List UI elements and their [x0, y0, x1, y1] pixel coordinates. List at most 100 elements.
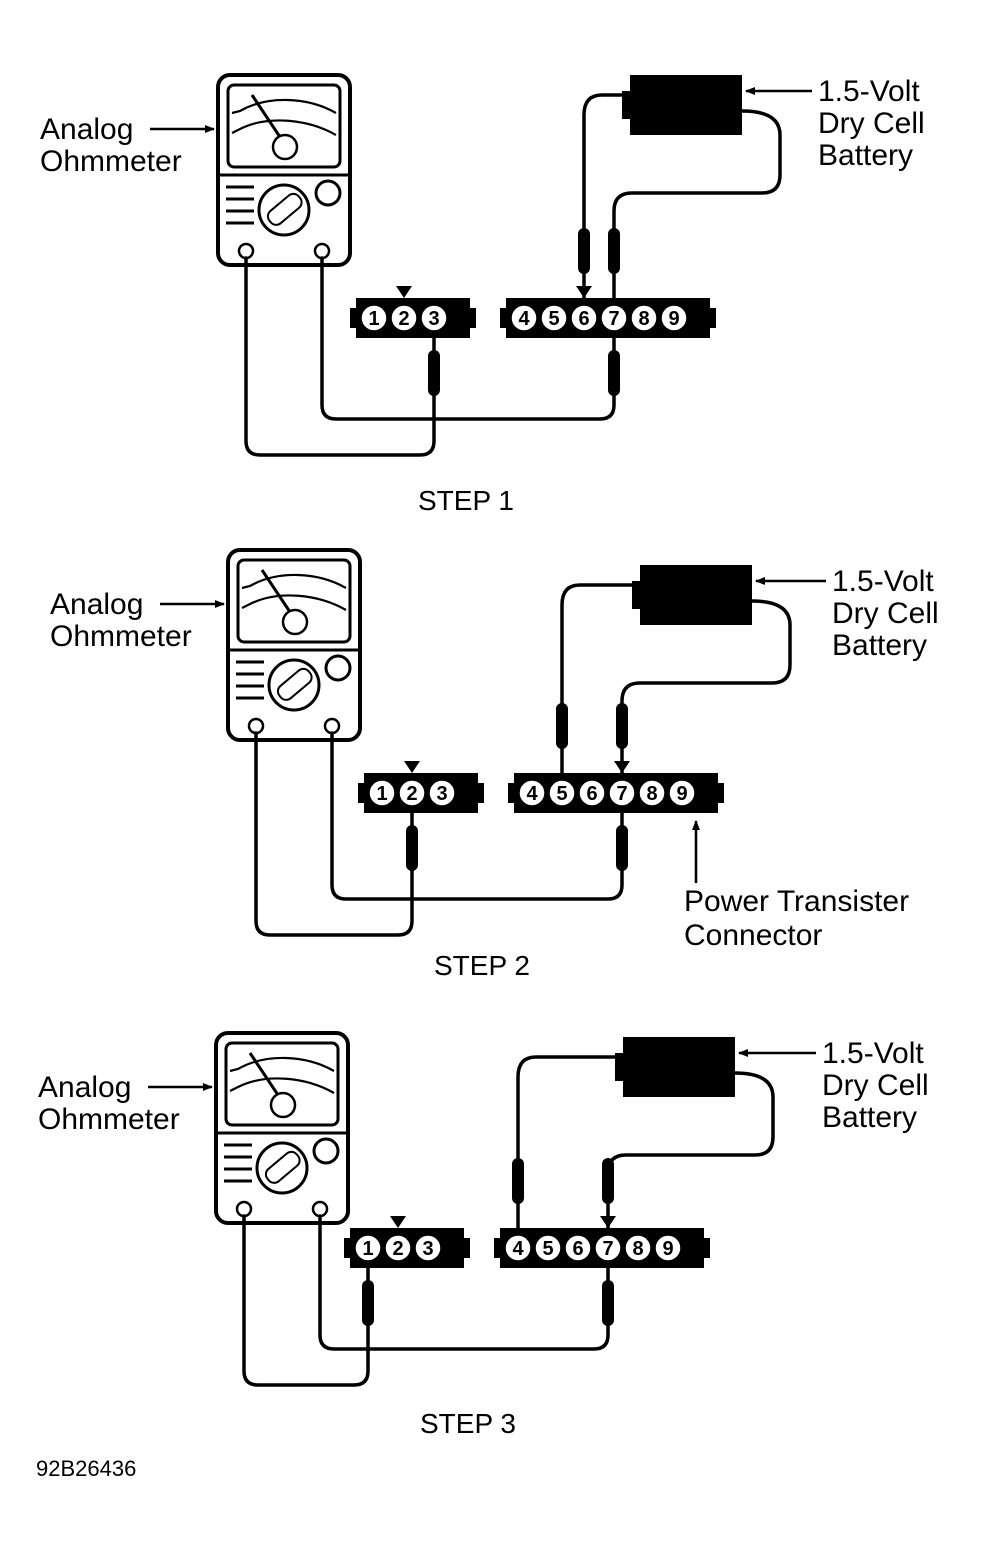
pin-label-9: 9 — [676, 783, 687, 805]
connector-label-line2: Connector — [684, 919, 822, 952]
connector-pin — [608, 779, 636, 807]
meter-display — [226, 83, 342, 169]
ohmmeter-label-line1: Analog — [38, 1071, 131, 1104]
meter-jack-left — [237, 242, 255, 260]
step-title: STEP 2 — [434, 950, 530, 981]
meter-scale-arc — [229, 1056, 335, 1073]
connector-pin — [428, 779, 456, 807]
connector-latch — [462, 1238, 470, 1258]
step-title: STEP 1 — [418, 485, 514, 516]
meter-needle — [260, 569, 292, 613]
meter-lead-negative — [254, 731, 414, 937]
meter-display — [236, 558, 352, 644]
connector-latch — [350, 308, 358, 328]
connector-pin — [578, 779, 606, 807]
connector-latch — [508, 783, 516, 803]
dry-cell-battery — [632, 565, 752, 625]
ohmmeter-label-line1: Analog — [40, 113, 133, 146]
meter-pivot — [269, 1091, 297, 1119]
meter-scale-arc — [231, 119, 337, 136]
pin-label-1: 1 — [362, 1238, 373, 1260]
meter-lead-negative — [242, 1214, 370, 1387]
step-title: STEP 3 — [420, 1408, 516, 1439]
battery-label-line3: Battery — [818, 139, 913, 172]
connector-pin — [360, 304, 388, 332]
battery-label-line2: Dry Cell — [818, 107, 925, 140]
battery-terminal — [622, 91, 632, 119]
pin-label-1: 1 — [368, 308, 379, 330]
meter-jack-left — [247, 717, 265, 735]
ohmmeter-label-line2: Ohmmeter — [40, 145, 182, 178]
connector-latch — [708, 308, 716, 328]
connector-pin — [600, 304, 628, 332]
figure-code: 92B26436 — [36, 1456, 136, 1481]
index-mark — [390, 1216, 406, 1228]
pin-label-5: 5 — [548, 308, 559, 330]
pin-label-8: 8 — [632, 1238, 643, 1260]
meter-lead-negative — [244, 256, 436, 457]
connector-pin — [668, 779, 696, 807]
pin-label-2: 2 — [398, 308, 409, 330]
battery-label-line1: 1.5-Volt — [822, 1037, 924, 1070]
pin-label-2: 2 — [392, 1238, 403, 1260]
connector-pin — [540, 304, 568, 332]
connector-pin — [654, 1234, 682, 1262]
connector-latch — [716, 783, 724, 803]
analog-ohmmeter — [226, 548, 362, 742]
connector-pin — [414, 1234, 442, 1262]
zero-adjust-knob — [314, 179, 342, 207]
connector-latch — [702, 1238, 710, 1258]
pin-label-8: 8 — [638, 308, 649, 330]
meter-pivot — [281, 608, 309, 636]
pin-label-3: 3 — [428, 308, 439, 330]
index-mark — [404, 761, 420, 773]
battery-label-line2: Dry Cell — [822, 1069, 929, 1102]
battery-label-line3: Battery — [832, 629, 927, 662]
meter-needle — [250, 94, 282, 138]
connector-latch — [468, 308, 476, 328]
battery-body — [640, 565, 752, 625]
connector-latch — [344, 1238, 352, 1258]
pin-label-6: 6 — [572, 1238, 583, 1260]
pin-label-4: 4 — [526, 783, 538, 805]
connector-pin — [594, 1234, 622, 1262]
test-probe — [556, 703, 568, 749]
battery-lead-negative — [582, 93, 624, 300]
test-probe — [616, 703, 628, 749]
connector-pin — [390, 304, 418, 332]
pin-label-1: 1 — [376, 783, 387, 805]
connector-label-line1: Power Transister — [684, 885, 909, 918]
ohmmeter-label-line2: Ohmmeter — [50, 620, 192, 653]
meter-jack-left — [235, 1200, 253, 1218]
connector-pin — [398, 779, 426, 807]
test-probe — [578, 228, 590, 274]
connector-pin — [354, 1234, 382, 1262]
connector-pin — [660, 304, 688, 332]
pin-label-6: 6 — [586, 783, 597, 805]
connector-latch — [500, 308, 508, 328]
test-probe — [602, 1158, 614, 1204]
meter-scale-arc — [241, 594, 347, 611]
meter-scale-arc — [241, 573, 347, 590]
test-probe — [512, 1158, 524, 1204]
meter-lead-positive — [318, 1214, 610, 1351]
test-probe — [616, 825, 628, 871]
pin-label-4: 4 — [512, 1238, 524, 1260]
pin-label-7: 7 — [616, 783, 627, 805]
battery-lead-negative — [560, 583, 634, 775]
battery-body — [630, 75, 742, 135]
battery-label-line1: 1.5-Volt — [832, 565, 934, 598]
pin-label-5: 5 — [542, 1238, 553, 1260]
meter-pivot — [271, 133, 299, 161]
battery-lead-positive — [620, 599, 792, 775]
connector-pin — [368, 779, 396, 807]
